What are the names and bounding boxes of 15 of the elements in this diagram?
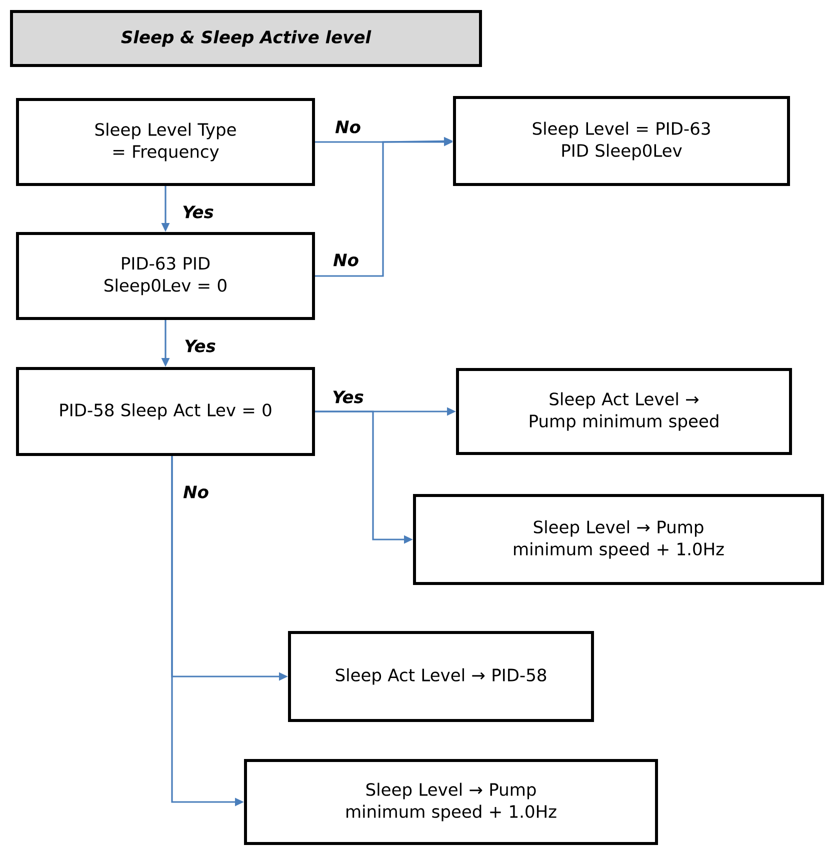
process-box: Sleep Level → Pump minimum speed + 1.0Hz bbox=[413, 494, 824, 585]
process-box: Sleep Level → Pump minimum speed + 1.0Hz bbox=[244, 759, 658, 845]
process-box: PID-63 PID Sleep0Lev = 0 bbox=[16, 232, 315, 320]
process-box: Sleep Act Level → Pump minimum speed bbox=[456, 368, 792, 455]
process-box: Sleep Level Type = Frequency bbox=[16, 98, 315, 186]
edge-label: No bbox=[334, 120, 362, 134]
edge-label: No bbox=[332, 252, 360, 268]
process-box: Sleep Act Level → PID-58 bbox=[288, 631, 594, 722]
edge-label: Yes bbox=[181, 204, 215, 220]
title-box: Sleep & Sleep Active level bbox=[10, 10, 482, 67]
process-box: PID-58 Sleep Act Lev = 0 bbox=[16, 367, 315, 456]
edge-label: Yes bbox=[183, 338, 217, 354]
edge-label: No bbox=[182, 484, 210, 500]
process-box: Sleep Level = PID-63 PID Sleep0Lev bbox=[453, 96, 790, 186]
edge-label: Yes bbox=[331, 390, 365, 404]
